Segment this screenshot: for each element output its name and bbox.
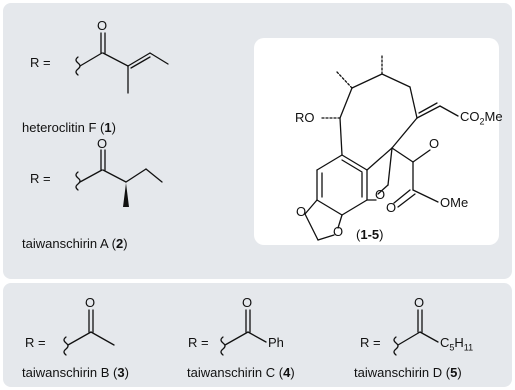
atom-o-3: O [85,295,96,310]
atom-o-5: O [414,295,425,310]
atom-o-4: O [242,295,253,310]
r-prefix-5: R = [360,335,381,350]
core-compound-label: (1-5) [356,227,384,242]
compound-name-4: taiwanschirin C (4) [187,365,295,380]
pentyl-label: C5H11 [440,335,474,353]
substituent-3-bonds [63,309,115,356]
core-ester-label: CO2Me [460,109,503,127]
core-ester-o: O [386,200,397,215]
substituent-2-bonds [75,149,163,191]
r-prefix-1: R = [30,55,51,70]
stereo-wedge [123,183,129,207]
atom-o-1: O [97,18,108,33]
atom-o-2: O [97,136,108,151]
substituent-4-bonds [220,309,267,356]
r-prefix-2: R = [30,171,51,186]
compound-name-2: taiwanschirin A (2) [22,236,128,251]
r-prefix-3: R = [25,335,46,350]
substituent-1-bonds [75,32,169,94]
substituent-5-bonds [393,309,439,356]
core-dioxole-o-1: O [296,204,307,219]
core-furan-o: O [375,187,386,202]
core-ro-label: RO [295,110,315,125]
bottom-panel [3,283,512,387]
r-prefix-4: R = [188,335,209,350]
compound-name-3: taiwanschirin B (3) [22,365,129,380]
core-structure-box [254,38,499,245]
core-ome-label: OMe [440,195,469,210]
core-skeleton [304,54,459,241]
phenyl-label: Ph [268,335,284,350]
compound-name-5: taiwanschirin D (5) [354,365,462,380]
compound-name-1: heteroclitin F (1) [22,120,116,135]
core-dioxole-o-2: O [333,224,344,239]
core-ketone-o: O [429,136,440,151]
